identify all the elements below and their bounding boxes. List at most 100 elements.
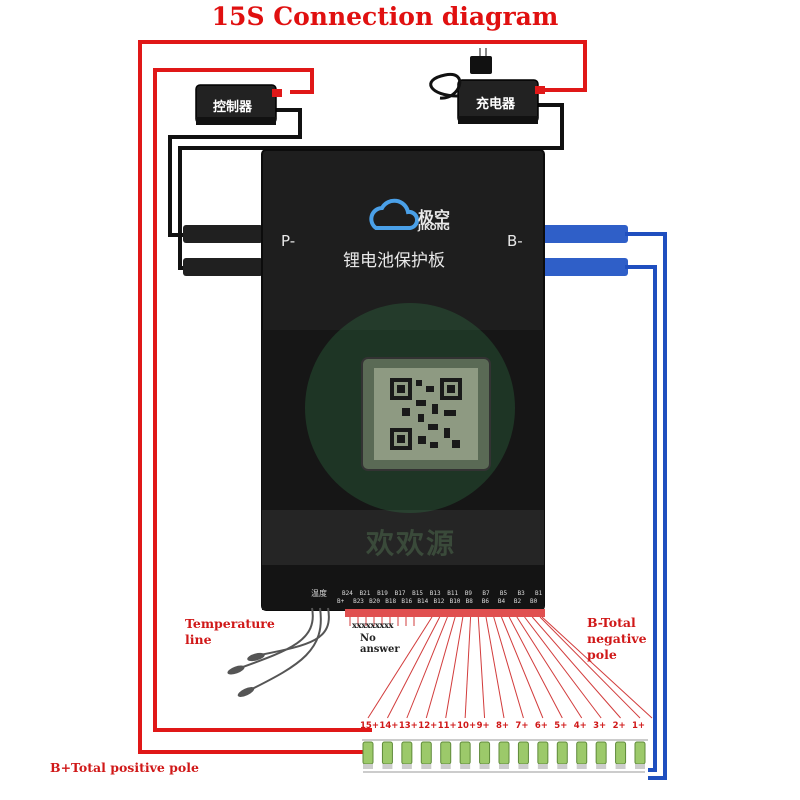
battery-cell-base bbox=[518, 764, 529, 769]
b-total-negative-label: B-Total negative pole bbox=[587, 615, 647, 662]
bms-board bbox=[261, 149, 545, 611]
bms-brand-sub: JIKONG bbox=[418, 223, 450, 232]
battery-cell bbox=[595, 741, 607, 765]
balance-wire bbox=[508, 616, 563, 719]
battery-cell bbox=[615, 741, 627, 765]
temp-port-label: 温度 bbox=[311, 589, 327, 598]
controller-positive-wire bbox=[153, 68, 372, 732]
balance-wire bbox=[406, 616, 448, 719]
p-minus-label: P- bbox=[281, 232, 296, 250]
battery-cell-base bbox=[363, 764, 373, 769]
pin-label: B6 bbox=[482, 598, 490, 605]
p-minus-wire bbox=[168, 108, 302, 237]
pin-label: B13 bbox=[430, 590, 441, 597]
cell-label: 8+ bbox=[496, 721, 510, 731]
balance-wire bbox=[477, 616, 486, 719]
battery-cell bbox=[479, 741, 491, 765]
cell-label: 9+ bbox=[476, 721, 490, 731]
temperature-sensor-lines bbox=[239, 607, 330, 691]
charger-device bbox=[429, 48, 545, 124]
watermark-text: 欢欢源 bbox=[366, 527, 457, 560]
pin-label: B19 bbox=[377, 590, 388, 597]
b-minus-label: B- bbox=[507, 232, 523, 250]
cell-label: 10+ bbox=[457, 721, 477, 731]
battery-cell bbox=[362, 741, 374, 765]
battery-cell-base bbox=[479, 764, 490, 769]
balance-wire bbox=[524, 616, 602, 719]
battery-cell bbox=[576, 741, 588, 765]
p-minus-wire-2 bbox=[178, 103, 564, 270]
battery-cell-base bbox=[615, 764, 626, 769]
balance-wire bbox=[539, 616, 641, 719]
cell-label: 11+ bbox=[437, 721, 457, 731]
battery-cell bbox=[401, 741, 413, 765]
battery-cell-base bbox=[635, 764, 645, 769]
balance-wire bbox=[500, 616, 544, 719]
cell-label: 1+ bbox=[632, 721, 646, 731]
pin-label: B14 bbox=[417, 598, 428, 605]
controller-label: 控制器 bbox=[213, 100, 253, 115]
pin-label: B0 bbox=[530, 598, 538, 605]
cloud-logo-icon bbox=[369, 198, 420, 230]
battery-cell bbox=[517, 741, 529, 765]
b-minus-wire-2 bbox=[625, 265, 657, 772]
balance-wire bbox=[367, 616, 433, 719]
temperature-line-label: Temperature line bbox=[185, 616, 275, 647]
pin-label: B20 bbox=[369, 598, 380, 605]
cell-label: 6+ bbox=[534, 721, 548, 731]
balance-wire bbox=[516, 616, 583, 719]
pin-label: B2 bbox=[514, 598, 522, 605]
pin-label: B21 bbox=[360, 590, 371, 597]
controller-device bbox=[195, 84, 282, 125]
battery-cell bbox=[420, 741, 432, 765]
battery-cells bbox=[362, 739, 648, 773]
charger-positive-wire bbox=[138, 40, 587, 754]
balance-wires bbox=[349, 616, 653, 719]
pin-label: B1 bbox=[535, 590, 543, 597]
balance-wire bbox=[464, 616, 472, 719]
battery-cell bbox=[440, 741, 452, 765]
cell-label: 13+ bbox=[398, 721, 418, 731]
battery-cell-base bbox=[440, 764, 451, 769]
pin-label: B10 bbox=[450, 598, 461, 605]
p-minus-cable-2 bbox=[183, 258, 263, 276]
no-answer-marks: xxxxxxxxx bbox=[352, 621, 394, 631]
cell-label: 2+ bbox=[612, 721, 626, 731]
pin-label: B24 bbox=[342, 590, 353, 597]
balance-wire bbox=[386, 616, 441, 719]
battery-cell-base bbox=[537, 764, 548, 769]
pin-label: B23 bbox=[353, 598, 364, 605]
cell-label: 14+ bbox=[379, 721, 399, 731]
balance-wire bbox=[531, 616, 621, 719]
b-minus-cable-2 bbox=[538, 258, 628, 276]
battery-cell bbox=[459, 741, 471, 765]
battery-cell-base bbox=[401, 764, 412, 769]
qr-code bbox=[390, 378, 462, 450]
pin-label: B16 bbox=[401, 598, 412, 605]
cell-label: 5+ bbox=[554, 721, 568, 731]
diagram-title: 15S Connection diagram bbox=[211, 2, 559, 31]
balance-connector bbox=[345, 609, 545, 617]
battery-cell-base bbox=[576, 764, 587, 769]
pin-label: B15 bbox=[412, 590, 423, 597]
pin-label: B5 bbox=[500, 590, 508, 597]
battery-cell bbox=[498, 741, 510, 765]
pin-label: B18 bbox=[385, 598, 396, 605]
battery-cell bbox=[634, 741, 646, 765]
charger-label: 充电器 bbox=[476, 97, 516, 112]
battery-cell-base bbox=[596, 764, 607, 769]
pin-label: B17 bbox=[395, 590, 406, 597]
battery-cell-base bbox=[382, 764, 393, 769]
bms-brand: 极空 bbox=[418, 208, 451, 227]
balance-wire bbox=[493, 616, 524, 719]
pin-label: B7 bbox=[482, 590, 490, 597]
battery-cell bbox=[381, 741, 393, 765]
charger-plug-cord bbox=[429, 73, 462, 100]
cell-label: 7+ bbox=[515, 721, 529, 731]
charger-plug-icon bbox=[470, 56, 492, 74]
b-minus-cable-1 bbox=[538, 225, 628, 243]
cell-label: 12+ bbox=[418, 721, 438, 731]
b-total-positive-label: B+Total positive pole bbox=[50, 760, 199, 775]
